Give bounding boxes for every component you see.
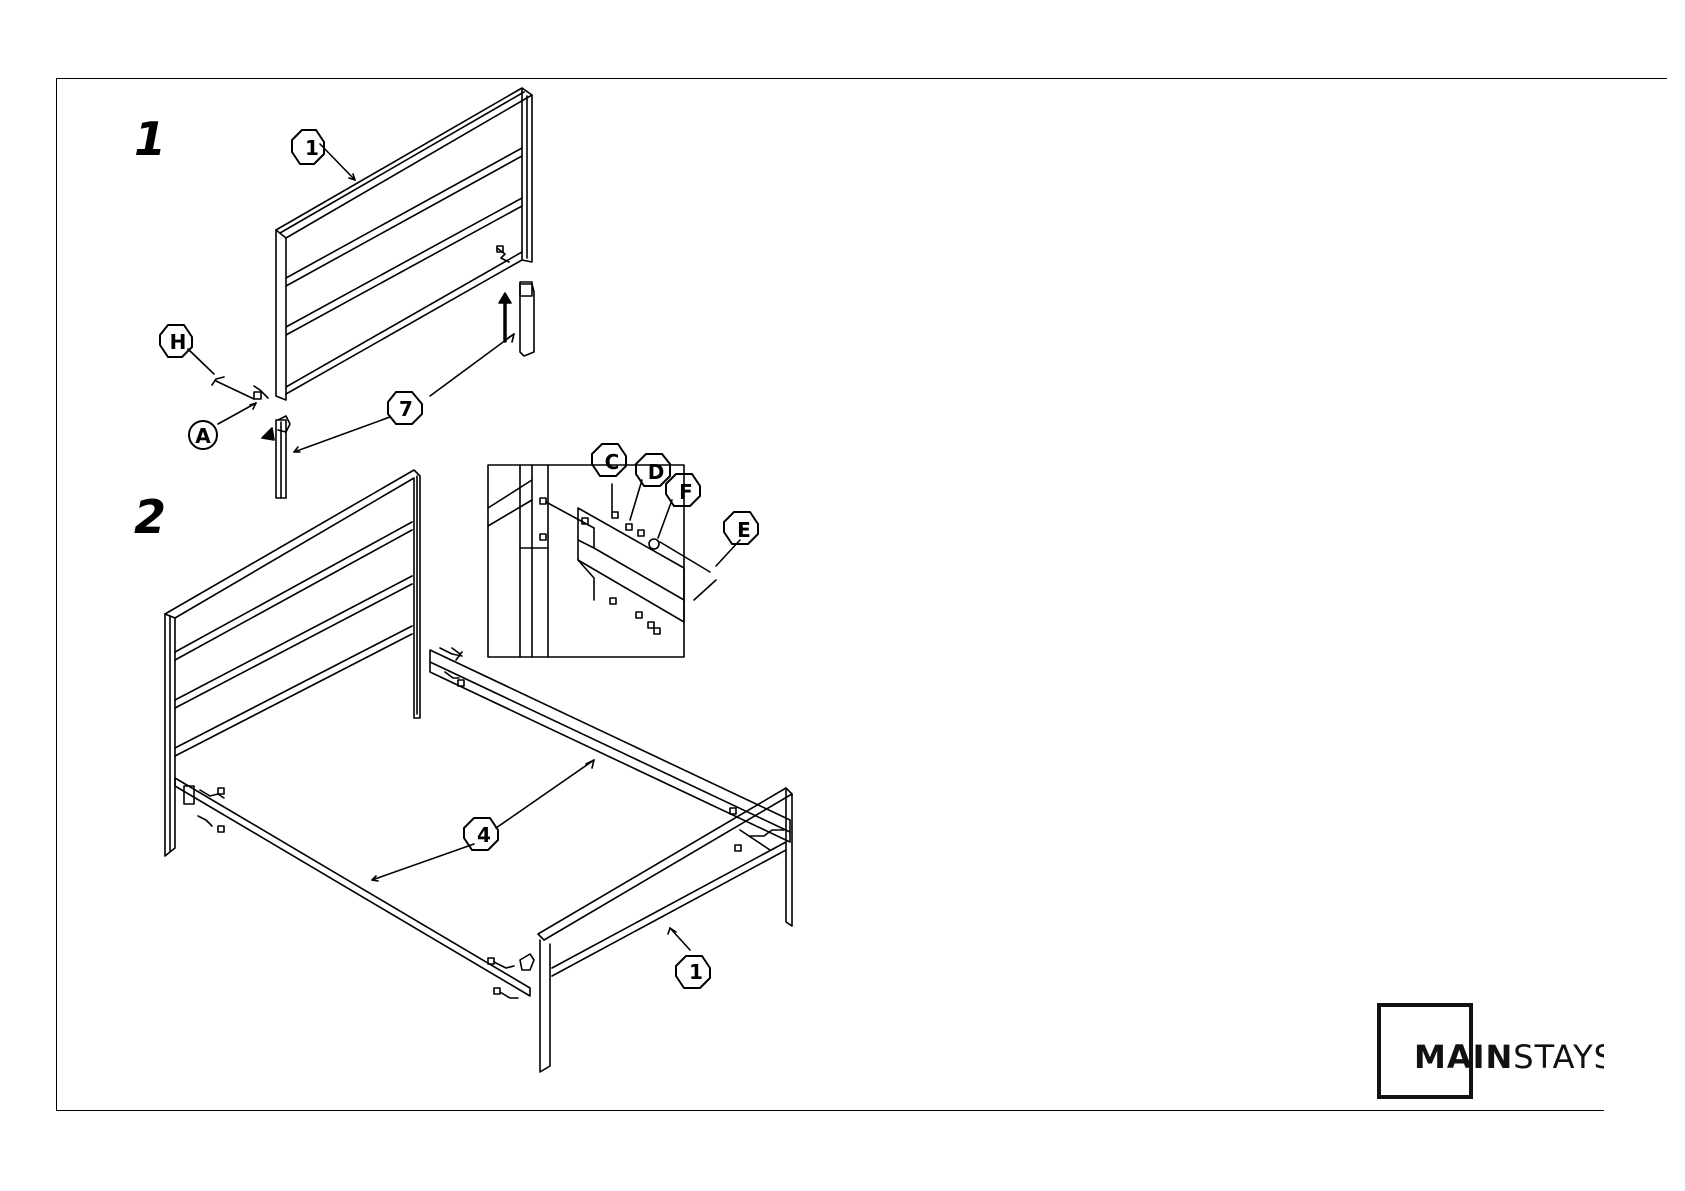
brand-stays: STAYS <box>1513 1038 1615 1076</box>
callout-footboard: 1 <box>676 956 710 988</box>
svg-text:D: D <box>648 460 665 484</box>
svg-text:1: 1 <box>689 960 703 984</box>
callout-detail-d: D <box>636 454 670 486</box>
callout-legs: 7 <box>388 392 422 424</box>
svg-text:E: E <box>737 518 751 542</box>
mainstays-logo: MAINSTAYS <box>1377 1003 1473 1099</box>
svg-text:7: 7 <box>399 397 413 421</box>
callout-bolt: H <box>160 325 192 357</box>
callout-detail-f: F <box>666 474 700 506</box>
page-edge <box>1604 990 1685 1120</box>
svg-text:F: F <box>679 480 693 504</box>
svg-text:1: 1 <box>305 136 319 160</box>
svg-text:4: 4 <box>477 823 491 847</box>
frame-drawing: 4 1 <box>165 470 792 1072</box>
svg-text:A: A <box>195 424 211 448</box>
callout-detail-c: C <box>592 444 626 476</box>
brand-main: MAIN <box>1414 1038 1513 1076</box>
svg-text:C: C <box>605 450 620 474</box>
headboard-drawing: 1 H A 7 <box>160 88 534 498</box>
callout-washer: A <box>189 421 217 449</box>
svg-text:H: H <box>170 330 187 354</box>
mainstays-wordmark: MAINSTAYS <box>1414 1041 1615 1073</box>
callout-side-rail: 4 <box>464 818 498 850</box>
callout-detail-e: E <box>724 512 758 544</box>
detail-inset: C D F E <box>488 444 758 657</box>
callout-headboard: 1 <box>292 130 324 164</box>
